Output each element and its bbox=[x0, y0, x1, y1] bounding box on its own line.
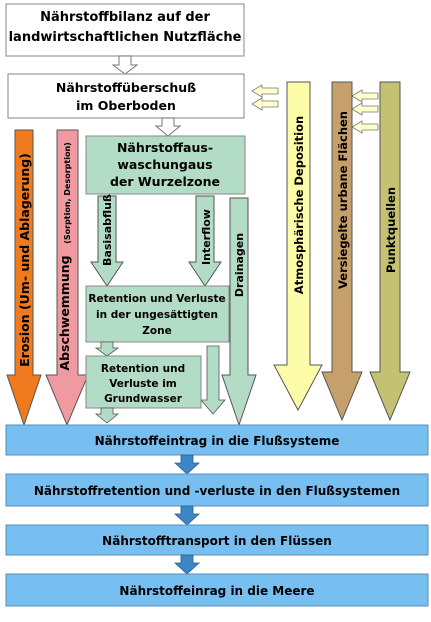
atmos-label: Atmosphärische Deposition bbox=[292, 116, 306, 294]
eintrag-fluss-label: Nährstoffeintrag in die Flußsysteme bbox=[95, 434, 340, 448]
transport-label: Nährstofftransport in den Flüssen bbox=[102, 534, 332, 548]
punkt-label: Punktquellen bbox=[384, 187, 398, 273]
arrow-fluss-3 bbox=[173, 554, 201, 575]
retention-grund-label-1: Retention und bbox=[101, 363, 185, 375]
retention-unges-label-1: Retention und Verluste bbox=[88, 293, 225, 305]
bilanz-box bbox=[5, 3, 245, 57]
arrow-unges-to-grund bbox=[94, 341, 120, 357]
retention-fluss-box bbox=[5, 473, 429, 507]
auswaschung-label-3: der Wurzelzone bbox=[110, 174, 220, 189]
ueberschuss-label-2: im Oberboden bbox=[76, 98, 176, 113]
drainagen-label: Drainagen bbox=[233, 233, 246, 297]
arrow-urban-1 bbox=[351, 89, 379, 103]
retention-fluss-label: Nährstoffretention und -verluste in den … bbox=[34, 484, 400, 498]
arrow-urban-2 bbox=[351, 102, 379, 116]
urban-arrow bbox=[321, 81, 363, 422]
arrow-fluss-1 bbox=[173, 454, 201, 475]
arrow-bilanz-to-ueberschuss bbox=[111, 55, 139, 75]
arrow-atmos-to-ueberschuss bbox=[251, 84, 279, 98]
ueberschuss-label-1: Nährstoffüberschuß bbox=[56, 80, 196, 95]
arrow-fluss-2 bbox=[173, 505, 201, 526]
erosion-label: Erosion (Um- und Ablagerung) bbox=[17, 153, 32, 367]
bilanz-label-2: landwirtschaftlichen Nutzfläche bbox=[9, 30, 242, 45]
auswaschung-label-2: waschungaus bbox=[117, 157, 212, 172]
ueberschuss-box bbox=[7, 73, 245, 119]
transport-box bbox=[5, 524, 429, 556]
basisabfluss-label: Basisabfluß bbox=[101, 194, 114, 266]
arrow-unges-bypass bbox=[200, 345, 226, 415]
arrow-ueberschuss-to-auswaschung bbox=[154, 117, 182, 137]
erosion-arrow bbox=[6, 129, 42, 427]
retention-unges-label-3: Zone bbox=[142, 325, 171, 337]
retention-grund-label-3: Grundwasser bbox=[104, 393, 183, 405]
urban-label: Versiegelte urbane Flächen bbox=[336, 111, 350, 289]
abschwemmung-arrow bbox=[45, 129, 89, 427]
arrow-urban-3 bbox=[351, 120, 379, 134]
retention-unges-box bbox=[85, 285, 230, 343]
atmos-arrow bbox=[273, 81, 323, 412]
arrow-grund-to-fluss bbox=[94, 407, 120, 424]
basisabfluss-arrow bbox=[90, 195, 124, 287]
auswaschung-box bbox=[85, 135, 246, 195]
retention-unges-label-2: in der ungesättigten bbox=[96, 309, 218, 321]
retention-grund-label-2: Verluste im bbox=[109, 378, 177, 390]
abschwemmung-sub-label: (Sorption, Desorption) bbox=[63, 142, 72, 244]
drainagen-arrow bbox=[221, 197, 257, 427]
retention-grund-box bbox=[85, 355, 202, 409]
eintrag-fluss-box bbox=[5, 424, 429, 456]
punkt-arrow bbox=[369, 81, 411, 422]
eintrag-meere-box bbox=[5, 573, 429, 607]
interflow-arrow bbox=[188, 195, 222, 287]
eintrag-meere-label: Nährstoffeinrag in die Meere bbox=[119, 584, 314, 598]
bilanz-label-1: Nährstoffbilanz auf der bbox=[40, 10, 210, 25]
auswaschung-label-1: Nährstoffaus- bbox=[117, 140, 213, 155]
arrow-atmos-to-ueberschuss-2 bbox=[251, 97, 279, 111]
abschwemmung-label: Abschwemmung bbox=[57, 255, 72, 370]
interflow-label: Interflow bbox=[200, 209, 213, 265]
